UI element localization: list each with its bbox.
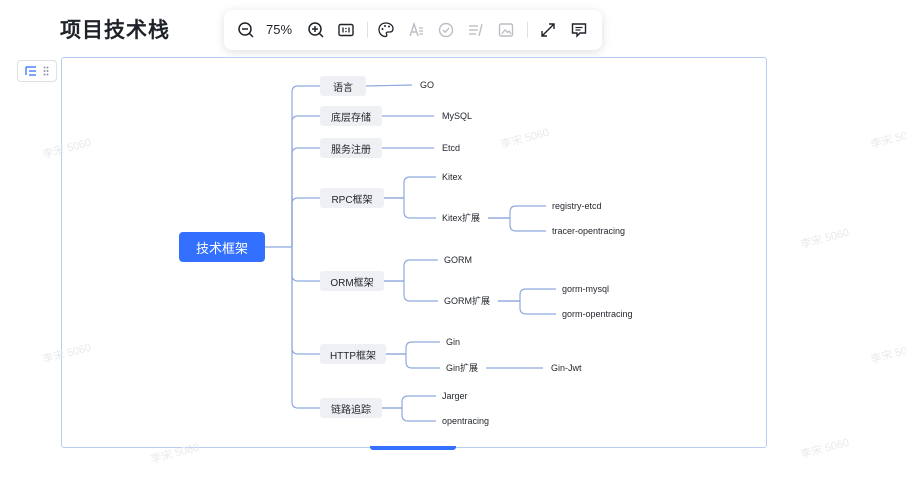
connector-line [291, 247, 320, 282]
connector-line [405, 354, 440, 369]
connector-line [403, 176, 436, 198]
connector-line [291, 247, 320, 355]
mindmap-branch-node[interactable]: HTTP框架 [320, 344, 386, 364]
mindmap-child-node[interactable]: GORM扩展 [444, 296, 490, 306]
mindmap-branch-node[interactable]: ORM框架 [320, 271, 384, 291]
block-drag-handle[interactable] [17, 60, 57, 82]
zoom-level: 75% [266, 22, 293, 37]
mindmap-child-node[interactable]: GO [420, 80, 435, 90]
connector-line [291, 115, 320, 247]
connector-line [519, 288, 556, 301]
connector-line [405, 341, 440, 354]
watermark: 李宋 5060 [799, 436, 851, 462]
zoom-in-icon [308, 22, 324, 38]
connector-line [403, 198, 436, 219]
page-title: 项目技术栈 [60, 19, 170, 42]
image-icon [498, 23, 514, 37]
mindmap-connectors [265, 84, 556, 422]
drag-dots-icon [43, 66, 49, 76]
mindmap-root-node[interactable]: 技术框架 [179, 232, 265, 262]
zoom-out-button[interactable] [234, 18, 258, 42]
mindmap-grandchild-node[interactable]: gorm-opentracing [562, 309, 633, 319]
mindmap-child-node[interactable]: Etcd [442, 143, 461, 153]
mindmap-child-node[interactable]: GORM [444, 255, 472, 265]
comment-button[interactable] [567, 18, 591, 42]
image-button[interactable] [494, 18, 518, 42]
mindmap-child-node[interactable]: Kitex扩展 [442, 213, 481, 223]
theme-button[interactable] [374, 18, 398, 42]
mindmap-branch-node[interactable]: 语言 [320, 76, 366, 96]
connector-line [291, 85, 320, 247]
connector-line [509, 218, 546, 232]
mindmap-toolbar: 75% [224, 10, 602, 50]
check-button[interactable] [434, 18, 458, 42]
connector-line [403, 281, 438, 302]
mindmap-branch-node[interactable]: 链路追踪 [320, 398, 382, 418]
mindmap-child-node[interactable]: opentracing [442, 416, 490, 426]
canvas-resize-bar[interactable] [370, 446, 456, 450]
zoom-out-icon [238, 22, 254, 38]
connector-line [519, 301, 556, 315]
connector-line [401, 395, 436, 408]
mindmap-branch-node[interactable]: RPC框架 [320, 188, 384, 208]
watermark: 李宋 5060 [869, 341, 906, 367]
connector-line [365, 84, 413, 87]
mindmap-child-node[interactable]: MySQL [442, 111, 473, 121]
zoom-in-button[interactable] [304, 18, 328, 42]
watermark: 李宋 5060 [869, 126, 906, 152]
connector-line [509, 205, 546, 218]
expand-icon [541, 23, 555, 37]
mindmap-child-node[interactable]: Gin [446, 337, 461, 347]
connector-line [291, 247, 320, 409]
mindmap-child-node[interactable]: Jarger [442, 391, 468, 401]
mindmap-child-node[interactable]: Kitex [442, 172, 463, 182]
watermark: 李宋 5060 [799, 226, 851, 252]
layout-button[interactable] [464, 18, 488, 42]
mindmap-grandchild-node[interactable]: gorm-mysql [562, 284, 610, 294]
mindmap-grandchild-node[interactable]: tracer-opentracing [552, 226, 626, 236]
text-style-icon [409, 21, 423, 37]
mindmap-child-node[interactable]: Gin扩展 [446, 363, 479, 373]
toolbar-divider [527, 22, 528, 38]
connector-line [401, 408, 436, 422]
toolbar-divider [367, 22, 368, 38]
fullscreen-button[interactable] [536, 18, 560, 42]
comment-icon [571, 23, 587, 38]
fit-one-to-one-button[interactable] [334, 18, 358, 42]
mindmap-grandchild-node[interactable]: registry-etcd [552, 201, 602, 211]
mindmap-block-icon [25, 66, 36, 76]
text-style-button[interactable] [404, 18, 428, 42]
connector-line [403, 259, 438, 281]
palette-icon [378, 22, 394, 38]
fit-one-to-one-icon [338, 23, 354, 37]
check-circle-icon [438, 22, 454, 38]
mindmap-branch-node[interactable]: 底层存储 [320, 106, 382, 126]
mindmap-branch-node[interactable]: 服务注册 [320, 138, 382, 158]
mindmap-grandchild-node[interactable]: Gin-Jwt [551, 363, 582, 373]
connector-line [291, 147, 320, 247]
connector-line [291, 197, 320, 247]
layout-icon [469, 23, 483, 37]
